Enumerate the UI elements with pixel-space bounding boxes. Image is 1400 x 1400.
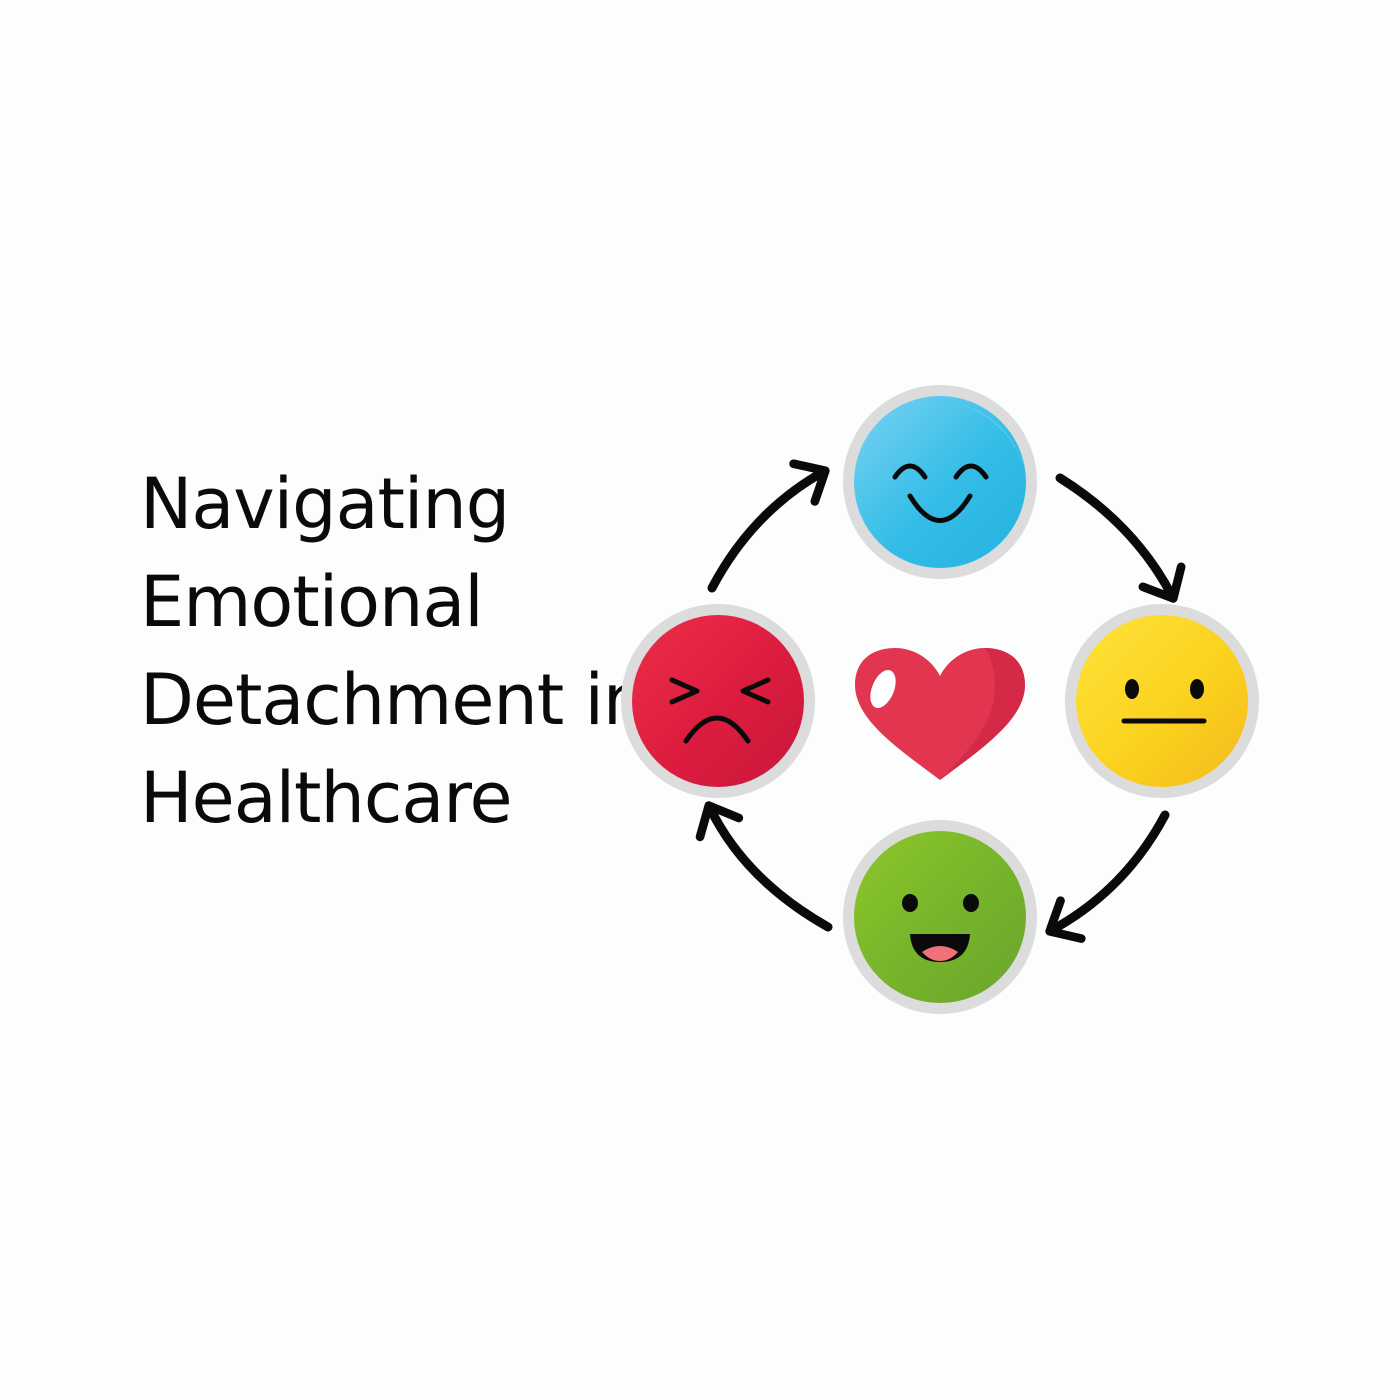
grinning-face-icon (843, 820, 1037, 1014)
cycle-arrows (695, 459, 1186, 943)
neutral-face-icon (1065, 604, 1259, 798)
page-title: Navigating Emotional Detachment in Healt… (140, 455, 647, 847)
arrow-left-to-top (707, 459, 830, 593)
title-line-4: Healthcare (140, 757, 513, 839)
arrow-bottom-to-left (695, 801, 833, 932)
heart-icon (855, 648, 1025, 780)
arrow-right-to-bottom (1045, 810, 1170, 943)
title-line-3: Detachment in (140, 659, 647, 741)
smiling-face-icon (843, 385, 1037, 579)
arrow-top-to-right (1055, 473, 1186, 603)
title-line-2: Emotional (140, 561, 484, 643)
title-line-1: Navigating (140, 463, 510, 545)
angry-face-icon (621, 604, 815, 798)
